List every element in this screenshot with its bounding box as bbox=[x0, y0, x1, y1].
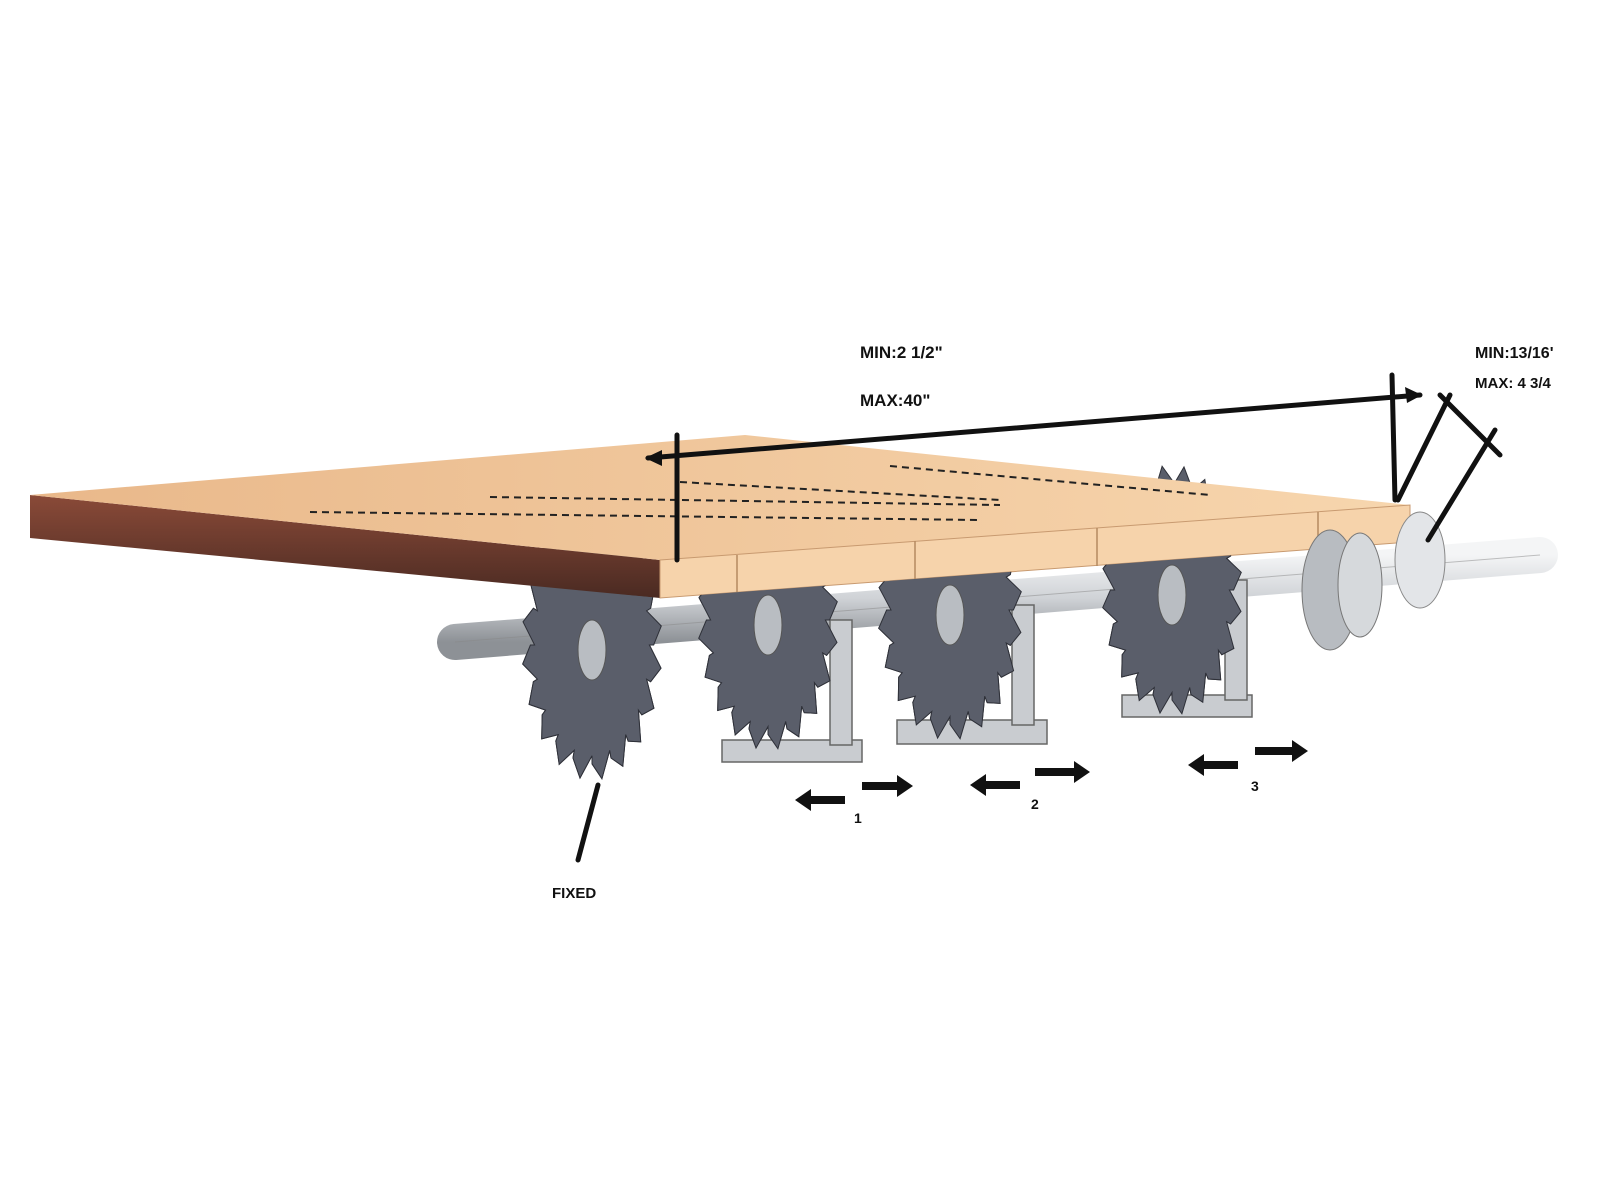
width-max-label: MAX:40" bbox=[860, 391, 930, 410]
blade-3-label: 3 bbox=[1251, 778, 1259, 794]
width-min-label: MIN:2 1/2" bbox=[860, 343, 943, 362]
arrow-icon bbox=[862, 775, 913, 797]
blade-hub bbox=[577, 619, 607, 681]
adjust-arrows bbox=[795, 740, 1308, 811]
arrow-icon bbox=[795, 789, 845, 811]
thickness-max-label: MAX: 4 3/4 bbox=[1475, 375, 1552, 392]
cut-lines bbox=[309, 465, 1211, 521]
fixed-label: FIXED bbox=[552, 885, 596, 902]
blade-hub bbox=[1157, 564, 1187, 626]
wood-board bbox=[30, 435, 1411, 599]
board-bark-edge bbox=[30, 495, 660, 598]
arrow-icon bbox=[1188, 754, 1238, 776]
thickness-min-label: MIN:13/16' bbox=[1475, 345, 1554, 362]
blade-hub bbox=[753, 594, 783, 656]
dimension-lines bbox=[575, 372, 1503, 863]
board-top-face bbox=[30, 435, 1410, 560]
blade-2-label: 2 bbox=[1031, 796, 1039, 812]
arrow-icon bbox=[1255, 740, 1308, 762]
arrow-icon bbox=[970, 774, 1020, 796]
blade-1-label: 1 bbox=[854, 810, 862, 826]
blade-hub bbox=[935, 584, 965, 646]
arrow-icon bbox=[1035, 761, 1090, 783]
